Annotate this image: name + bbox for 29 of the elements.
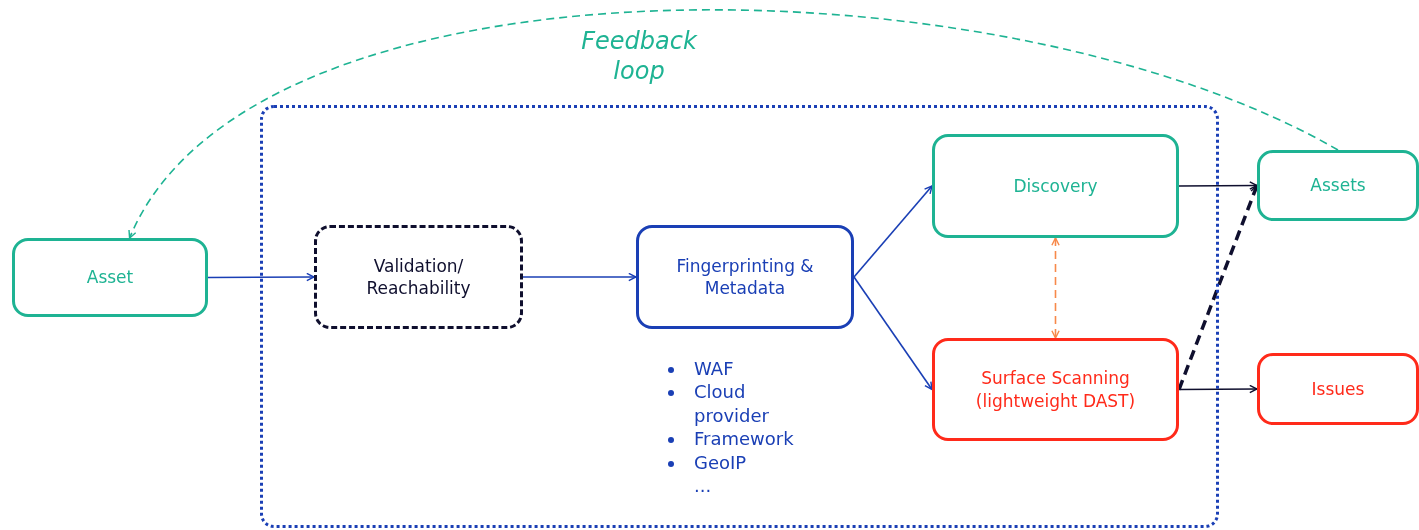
node-label: Fingerprinting & Metadata xyxy=(675,254,815,300)
arrow xyxy=(128,10,1339,239)
bullet-item: Cloud provider xyxy=(666,380,816,428)
node-label: Discovery xyxy=(1012,174,1099,198)
process-box xyxy=(636,225,854,329)
node-label: Asset xyxy=(85,266,135,289)
arrow xyxy=(1178,384,1258,394)
process-box xyxy=(932,134,1179,238)
arrow xyxy=(853,276,933,391)
node-label: Assets xyxy=(1309,174,1367,197)
bullet-item: ... xyxy=(693,473,713,498)
arrow xyxy=(522,272,637,282)
node-label: Surface Scanning (lightweight DAST) xyxy=(974,367,1137,412)
node-label: Issues xyxy=(1310,377,1366,401)
bullet-item: Framework xyxy=(666,427,816,451)
bullet-item: GeoIP xyxy=(666,450,816,474)
process-box xyxy=(932,338,1179,441)
arrow xyxy=(1178,181,1258,190)
bullet-item: WAF xyxy=(666,357,816,381)
output-box xyxy=(1257,353,1419,425)
arrow xyxy=(853,185,933,278)
arrow xyxy=(207,272,315,282)
arrow xyxy=(1051,237,1060,339)
node-label: Validation/ Reachability xyxy=(365,254,472,300)
group-boundary xyxy=(260,105,1219,528)
arrow xyxy=(1177,184,1259,391)
output-box xyxy=(1257,150,1419,221)
process-box xyxy=(12,238,208,317)
process-box xyxy=(314,225,523,329)
